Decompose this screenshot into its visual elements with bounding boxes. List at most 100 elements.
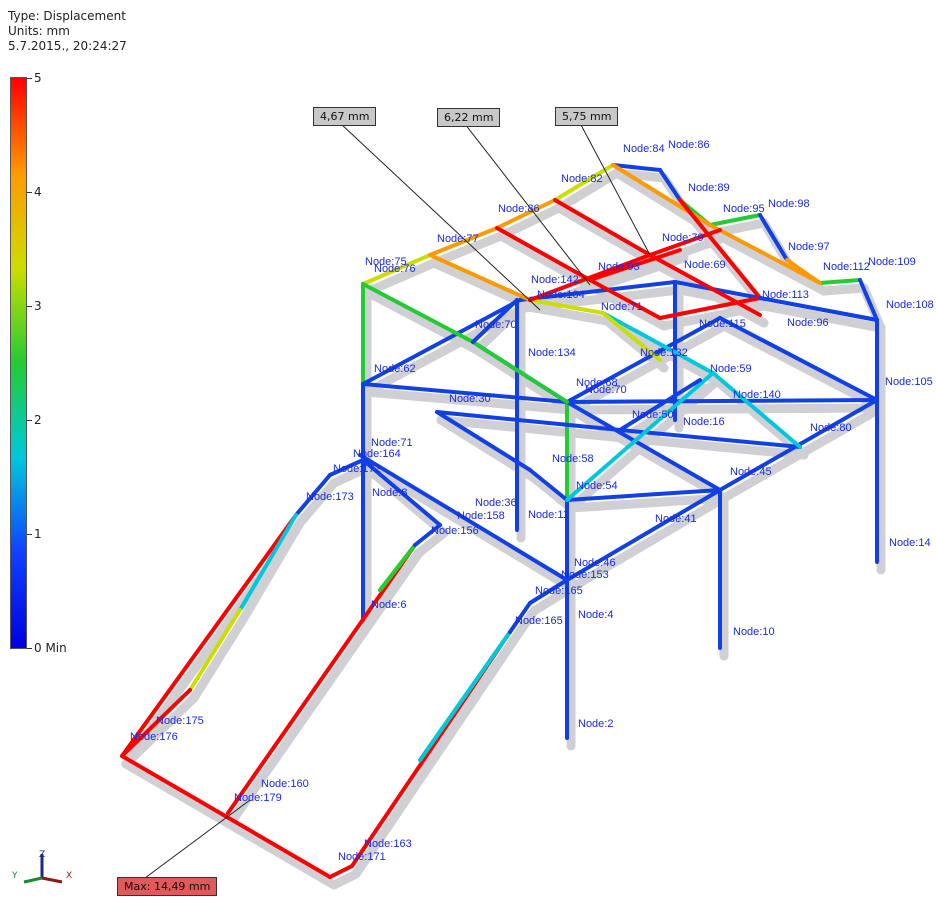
beam[interactable]: [618, 428, 802, 449]
beam[interactable]: [601, 311, 715, 375]
node-label: Node:105: [885, 376, 933, 388]
beam[interactable]: [358, 453, 569, 582]
beam[interactable]: [294, 473, 332, 517]
node-label: Node:6: [371, 599, 406, 611]
beam[interactable]: [711, 371, 802, 449]
node-label: Node:54: [576, 480, 618, 492]
beam[interactable]: [378, 543, 417, 592]
legend-label-3: 3: [34, 299, 42, 313]
beam[interactable]: [361, 298, 522, 386]
node-label: Node:171: [338, 851, 386, 863]
beam[interactable]: [758, 213, 789, 262]
node-label: Node:165: [535, 585, 583, 597]
beam[interactable]: [678, 198, 762, 300]
node-label: Node:41: [655, 513, 697, 525]
beam[interactable]: [226, 543, 417, 815]
beam[interactable]: [120, 754, 332, 879]
beam[interactable]: [708, 213, 762, 227]
undeformed-shadow: [436, 415, 629, 443]
beam[interactable]: [528, 298, 605, 315]
beam[interactable]: [120, 513, 298, 758]
undeformed-shadow: [712, 376, 809, 460]
view-axis-triad-icon[interactable]: Z Y X: [8, 848, 78, 888]
node-label: Node:11: [528, 509, 569, 521]
undeformed-shadow: [554, 168, 622, 213]
beam[interactable]: [361, 282, 475, 344]
legend-tick: [27, 192, 32, 193]
max-displacement-callout[interactable]: Max: 14,49 mm: [117, 877, 218, 896]
undeformed-shadow: [362, 303, 529, 397]
result-info: Type: Displacement Units: mm 5.7.2015., …: [8, 9, 127, 54]
beam[interactable]: [518, 280, 677, 302]
beam[interactable]: [495, 226, 592, 282]
beam[interactable]: [471, 298, 519, 344]
beam[interactable]: [328, 864, 354, 879]
beam[interactable]: [435, 410, 532, 472]
legend-label-min: 0 Min: [34, 641, 67, 655]
node-label: Node:70: [585, 384, 627, 396]
beam[interactable]: [508, 601, 532, 634]
beam[interactable]: [565, 400, 722, 492]
beam[interactable]: [818, 278, 862, 285]
beam[interactable]: [611, 163, 662, 172]
beam[interactable]: [718, 316, 879, 402]
beam[interactable]: [328, 458, 365, 477]
node-label: Node:96: [787, 317, 829, 329]
legend-tick: [27, 420, 32, 421]
beam[interactable]: [495, 198, 557, 230]
beam[interactable]: [565, 398, 879, 404]
node-label: Node:76: [374, 263, 416, 275]
beam[interactable]: [565, 488, 722, 582]
beam[interactable]: [758, 296, 879, 322]
node-label: Node:179: [234, 792, 282, 804]
undeformed-shadow: [566, 405, 729, 503]
beam[interactable]: [553, 163, 615, 202]
undeformed-shadow: [529, 583, 576, 616]
beam[interactable]: [565, 371, 715, 502]
beam[interactable]: [588, 278, 662, 320]
beam[interactable]: [528, 468, 569, 502]
beam[interactable]: [601, 311, 662, 362]
callout-leader-line: [464, 123, 591, 286]
beam[interactable]: [361, 382, 569, 404]
beam[interactable]: [658, 296, 762, 320]
beam[interactable]: [428, 226, 499, 257]
displacement-callout[interactable]: 6,22 mm: [437, 108, 501, 127]
beam[interactable]: [418, 630, 512, 762]
beam[interactable]: [528, 578, 569, 605]
node-label: Node:132: [640, 347, 688, 359]
beam[interactable]: [553, 198, 652, 257]
beam[interactable]: [648, 253, 762, 317]
beam[interactable]: [565, 488, 722, 502]
undeformed-shadow: [566, 321, 729, 415]
beam[interactable]: [618, 378, 702, 432]
beam[interactable]: [708, 223, 822, 285]
beam[interactable]: [428, 253, 532, 302]
beam[interactable]: [238, 513, 298, 612]
node-label: Node:75: [365, 256, 407, 268]
beam[interactable]: [588, 248, 682, 282]
node-label: Node:113: [762, 289, 809, 301]
undeformed-shadow: [589, 283, 669, 331]
beam[interactable]: [413, 523, 442, 547]
displacement-callout[interactable]: 5,75 mm: [555, 107, 619, 126]
beam[interactable]: [471, 340, 569, 404]
result-units: Units: mm: [8, 24, 70, 38]
legend-tick: [27, 534, 32, 535]
beam[interactable]: [361, 253, 432, 286]
undeformed-shadow: [566, 493, 729, 593]
beam[interactable]: [361, 458, 442, 527]
beam[interactable]: [648, 228, 722, 257]
beam[interactable]: [120, 688, 192, 758]
result-type: Type: Displacement: [8, 9, 126, 23]
beam[interactable]: [188, 608, 242, 692]
beam[interactable]: [528, 253, 652, 302]
beam[interactable]: [435, 410, 622, 432]
beam[interactable]: [658, 168, 682, 202]
beam[interactable]: [565, 316, 722, 404]
beam[interactable]: [858, 278, 879, 322]
displacement-callout[interactable]: 4,67 mm: [313, 107, 377, 126]
undeformed-shadow: [529, 473, 576, 513]
beam-layer: [120, 163, 879, 879]
